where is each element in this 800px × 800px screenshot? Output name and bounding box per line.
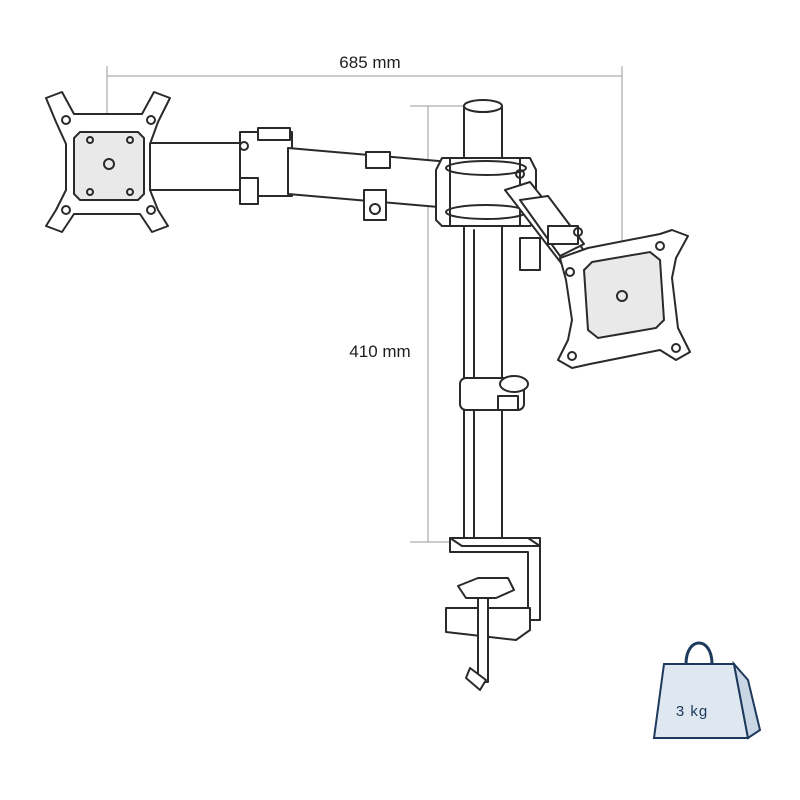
pole-hub (435, 157, 537, 227)
width-dimension-label: 685 mm (339, 53, 400, 72)
cable-clip (459, 375, 529, 411)
width-dimension: 685 mm (106, 53, 623, 300)
desk-clamp (445, 537, 541, 691)
vesa-plate-right (557, 229, 691, 369)
left-arm (149, 127, 451, 221)
height-dimension-label: 410 mm (349, 342, 410, 361)
right-arm (504, 169, 591, 273)
weight-label: 3 kg (676, 703, 708, 720)
vesa-plate-left (45, 91, 171, 233)
weight-icon: 3 kg (652, 641, 762, 740)
